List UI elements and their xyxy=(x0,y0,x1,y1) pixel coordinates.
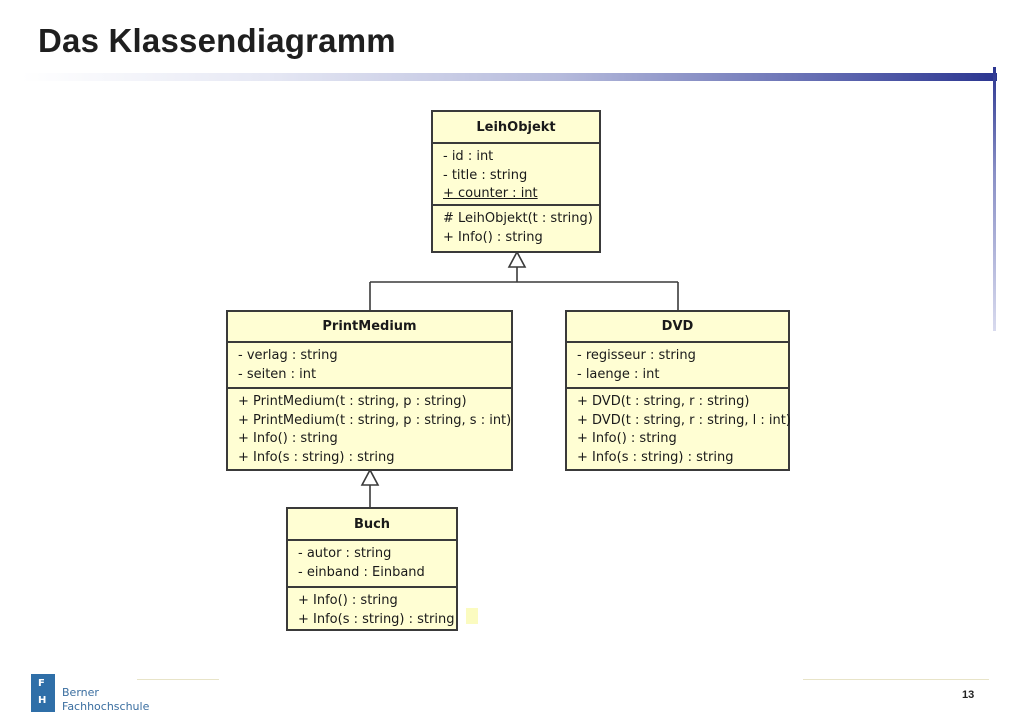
attribute: - regisseur : string xyxy=(577,348,696,363)
class-name: PrintMedium xyxy=(228,312,511,343)
class-leihobjekt[interactable]: LeihObjekt - id : int - title : string +… xyxy=(431,110,601,253)
class-methods: + DVD(t : string, r : string) + DVD(t : … xyxy=(567,389,791,467)
class-attributes: - verlag : string - seiten : int xyxy=(228,343,511,389)
title-underline-bar xyxy=(22,73,997,81)
class-printmedium[interactable]: PrintMedium - verlag : string - seiten :… xyxy=(226,310,513,471)
logo-line-1: Berner xyxy=(62,686,99,699)
class-attributes: - id : int - title : string + counter : … xyxy=(433,144,599,206)
right-accent-bar xyxy=(993,67,996,331)
attribute: - seiten : int xyxy=(238,366,317,382)
method: + PrintMedium(t : string, p : string) xyxy=(238,394,467,409)
slide-title: Das Klassendiagramm xyxy=(38,22,396,59)
method: + Info() : string xyxy=(238,431,338,446)
class-buch[interactable]: Buch - autor : string - einband : Einban… xyxy=(286,507,458,631)
method: + Info() : string xyxy=(298,593,398,608)
attribute: - title : string xyxy=(443,167,528,183)
class-attributes: - autor : string - einband : Einband xyxy=(288,541,456,588)
class-methods: + PrintMedium(t : string, p : string) + … xyxy=(228,389,511,467)
attribute: - einband : Einband xyxy=(298,564,425,580)
attribute: - autor : string xyxy=(298,546,392,561)
class-attributes: - regisseur : string - laenge : int xyxy=(567,343,788,389)
method: + PrintMedium(t : string, p : string, s … xyxy=(238,412,512,428)
class-name: Buch xyxy=(288,509,456,541)
page-number: 13 xyxy=(962,689,975,701)
class-methods: # LeihObjekt(t : string) + Info() : stri… xyxy=(433,206,599,247)
attribute: - laenge : int xyxy=(577,366,660,382)
method: + Info(s : string) : string xyxy=(298,611,455,627)
logo-letter-f: F xyxy=(38,678,45,689)
generalization-arrow-printmedium xyxy=(360,468,380,486)
logo-line-2: Fachhochschule xyxy=(62,700,150,713)
method: + Info() : string xyxy=(443,229,543,245)
bfh-logo: F H xyxy=(31,674,55,712)
footer-divider-left xyxy=(137,679,219,680)
logo-wordmark: Berner Fachhochschule xyxy=(62,686,149,714)
class-dvd[interactable]: DVD - regisseur : string - laenge : int … xyxy=(565,310,791,471)
generalization-arrow-leihobjekt xyxy=(507,250,527,268)
selection-marker xyxy=(466,608,478,624)
class-methods: + Info() : string + Info(s : string) : s… xyxy=(288,588,456,629)
footer-divider-right xyxy=(803,679,989,680)
method: + DVD(t : string, r : string) xyxy=(577,394,750,409)
method: + Info(s : string) : string xyxy=(577,449,734,465)
attribute-static: + counter : int xyxy=(443,186,538,201)
class-name: DVD xyxy=(567,312,788,343)
attribute: - id : int xyxy=(443,149,494,164)
method: + DVD(t : string, r : string, l : int) xyxy=(577,412,791,428)
class-name: LeihObjekt xyxy=(433,112,599,144)
attribute: - verlag : string xyxy=(238,348,338,363)
logo-letter-h: H xyxy=(38,695,47,706)
method: # LeihObjekt(t : string) xyxy=(443,211,593,226)
method: + Info() : string xyxy=(577,431,677,446)
method: + Info(s : string) : string xyxy=(238,449,395,465)
